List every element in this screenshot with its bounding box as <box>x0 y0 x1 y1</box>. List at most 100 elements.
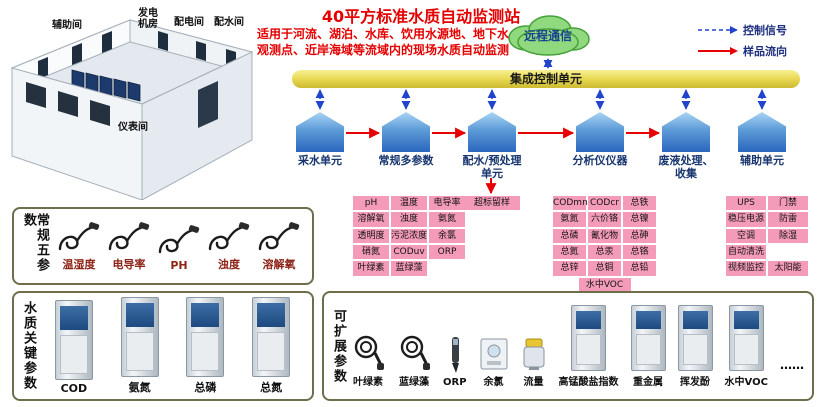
sensor-item: 电导率 <box>107 221 151 272</box>
param-box: 总镍 <box>623 212 656 227</box>
analyzer-cabinet-icon <box>252 297 291 377</box>
param-box: 总氮 <box>553 245 586 260</box>
param-box: 六价铬 <box>588 212 621 227</box>
building-isometric-icon <box>10 19 254 201</box>
param-box: 空调 <box>726 228 766 244</box>
panel-title: 水质关键参数 <box>21 301 36 391</box>
sensor-item: 叶绿素 <box>351 329 385 388</box>
param-box: 总铬 <box>623 245 656 260</box>
analyzer-label: 水中VOC <box>724 376 768 388</box>
param-box: 电导率 <box>429 196 465 211</box>
extend-params-panel: 可扩展参数 叶绿素 蓝绿藻 <box>322 291 814 401</box>
unit-shape <box>296 112 344 152</box>
sensor-item: 流量 <box>521 337 547 388</box>
param-box: 叶绿素 <box>353 261 389 276</box>
param-box: 浊度 <box>391 212 427 227</box>
aux-param-grid: UPS 门禁 稳压电源 防雷 空调 除湿 自动清洗 视频监控 太阳能 <box>726 196 808 276</box>
sensor-item: 浊度 <box>207 221 251 272</box>
unit-label: 常规多参数 <box>378 154 434 167</box>
room-label-generator: 发电机房 <box>138 8 158 30</box>
analyzer-cabinet-icon <box>186 297 225 377</box>
sensor-label: 蓝绿藻 <box>399 376 429 388</box>
analyzer-label: 重金属 <box>633 376 664 388</box>
legend-sample-label: 样品流向 <box>743 45 787 58</box>
unit-analyzers: 分析仪仪器 <box>560 112 640 168</box>
unit-label: 废液处理、收集 <box>658 154 714 180</box>
sample-flow-arrow-icon <box>698 47 738 55</box>
analyzer-label: 高锰酸盐指数 <box>558 376 619 388</box>
legend-control-label: 控制信号 <box>743 24 787 37</box>
sensor-label: 溶解氧 <box>262 257 296 271</box>
param-box: 硝氮 <box>353 245 389 260</box>
coil-probe-icon <box>354 335 384 370</box>
probe-cable-icon <box>158 224 200 253</box>
sensor-item: PH <box>157 224 201 272</box>
param-box: 总铁 <box>623 196 656 211</box>
extend-params-items: 叶绿素 蓝绿藻 ORP <box>351 304 804 388</box>
more-ellipsis: …… <box>779 357 804 372</box>
analyzer-label: 挥发酚 <box>680 376 711 388</box>
sensor-item: 溶解氧 <box>257 221 301 272</box>
analyzer-item: COD <box>54 300 93 395</box>
sensor-label: 电导率 <box>112 257 146 271</box>
control-signal-arrow-icon <box>698 26 738 34</box>
param-box: pH <box>353 196 389 211</box>
multi-param-grid: pH 温度 电导率 溶解氧 浊度 氨氮 透明度 污泥浓度 余氯 硝氮 CODuv… <box>353 196 465 276</box>
analyzer-item: 氨氮 <box>120 297 159 395</box>
param-box: 透明度 <box>353 228 389 244</box>
param-box: 总铅 <box>623 261 656 276</box>
param-box: 污泥浓度 <box>391 228 427 244</box>
analyzer-label: COD <box>60 382 88 395</box>
page-title: 40平方标准水质自动监测站 <box>321 7 521 26</box>
coil-probe-icon <box>400 335 430 370</box>
param-box: 温度 <box>391 196 427 211</box>
unit-shape <box>382 112 430 152</box>
analyzer-item: 重金属 <box>630 304 666 388</box>
unit-shape <box>576 112 624 152</box>
analyzer-cabinet-icon <box>677 304 713 371</box>
station-building-illustration: 辅助间 发电机房 配电间 配水间 仪表间 <box>8 4 256 201</box>
param-box: 余氯 <box>429 228 465 244</box>
cloud-label: 远程通信 <box>523 29 572 43</box>
sensor-item: 蓝绿藻 <box>397 329 431 388</box>
retention-box: 超标留样 <box>464 196 520 211</box>
sensor-label: 叶绿素 <box>353 376 383 388</box>
param-box: 除湿 <box>768 228 808 244</box>
unit-multi-param: 常规多参数 <box>366 112 446 168</box>
probe-cable-icon <box>108 221 150 250</box>
sensor-label: 浊度 <box>218 257 240 271</box>
unit-label: 辅助单元 <box>740 154 784 167</box>
sensor-label: 温湿度 <box>62 257 96 271</box>
unit-pretreatment: 配水/预处理单元 <box>452 112 532 180</box>
param-box: 氨氮 <box>429 212 465 227</box>
key-params-items: COD 氨氮 总磷 总氮 <box>41 297 304 395</box>
probe-cable-icon <box>258 221 300 250</box>
param-box: 防雷 <box>768 212 808 227</box>
param-box: 溶解氧 <box>353 212 389 227</box>
legend: 控制信号 样品流向 <box>698 22 787 64</box>
param-box: ORP <box>429 245 465 260</box>
analyzer-item: 水中VOC <box>724 304 768 388</box>
param-box: 视频监控 <box>726 261 766 276</box>
sensor-item: 余氯 <box>479 335 509 388</box>
analyzer-item: 高锰酸盐指数 <box>558 304 619 388</box>
param-box: 总铜 <box>588 261 621 276</box>
param-box: 总汞 <box>588 245 621 260</box>
subtitle: 适用于河流、湖泊、水库、饮用水源地、地下水观测点、近岸海域等流域内的现场水质自动… <box>257 27 510 57</box>
five-params-panel: 常规五参数 温湿度 电导率 <box>12 207 314 285</box>
analyzer-item: 总氮 <box>252 297 291 395</box>
analyzer-label: 总磷 <box>194 381 217 394</box>
param-box: 氨氮 <box>553 212 586 227</box>
unit-shape <box>738 112 786 152</box>
unit-waste-treatment: 废液处理、收集 <box>646 112 726 180</box>
unit-label: 采水单元 <box>298 154 342 167</box>
remote-comm-cloud: 远程通信 <box>498 10 598 60</box>
analysis-param-grid: CODmn CODcr 总铁 氨氮 六价铬 总镍 总磷 氰化物 总砷 总氮 总汞… <box>553 196 656 293</box>
param-box: UPS <box>726 196 766 211</box>
param-box: CODmn <box>553 196 588 211</box>
sensor-label: 余氯 <box>483 376 504 388</box>
sensor-label: PH <box>170 258 188 272</box>
param-box: 蓝绿藻 <box>391 261 427 276</box>
param-box: 总砷 <box>623 228 656 244</box>
room-label-instrument: 仪表间 <box>118 122 148 133</box>
